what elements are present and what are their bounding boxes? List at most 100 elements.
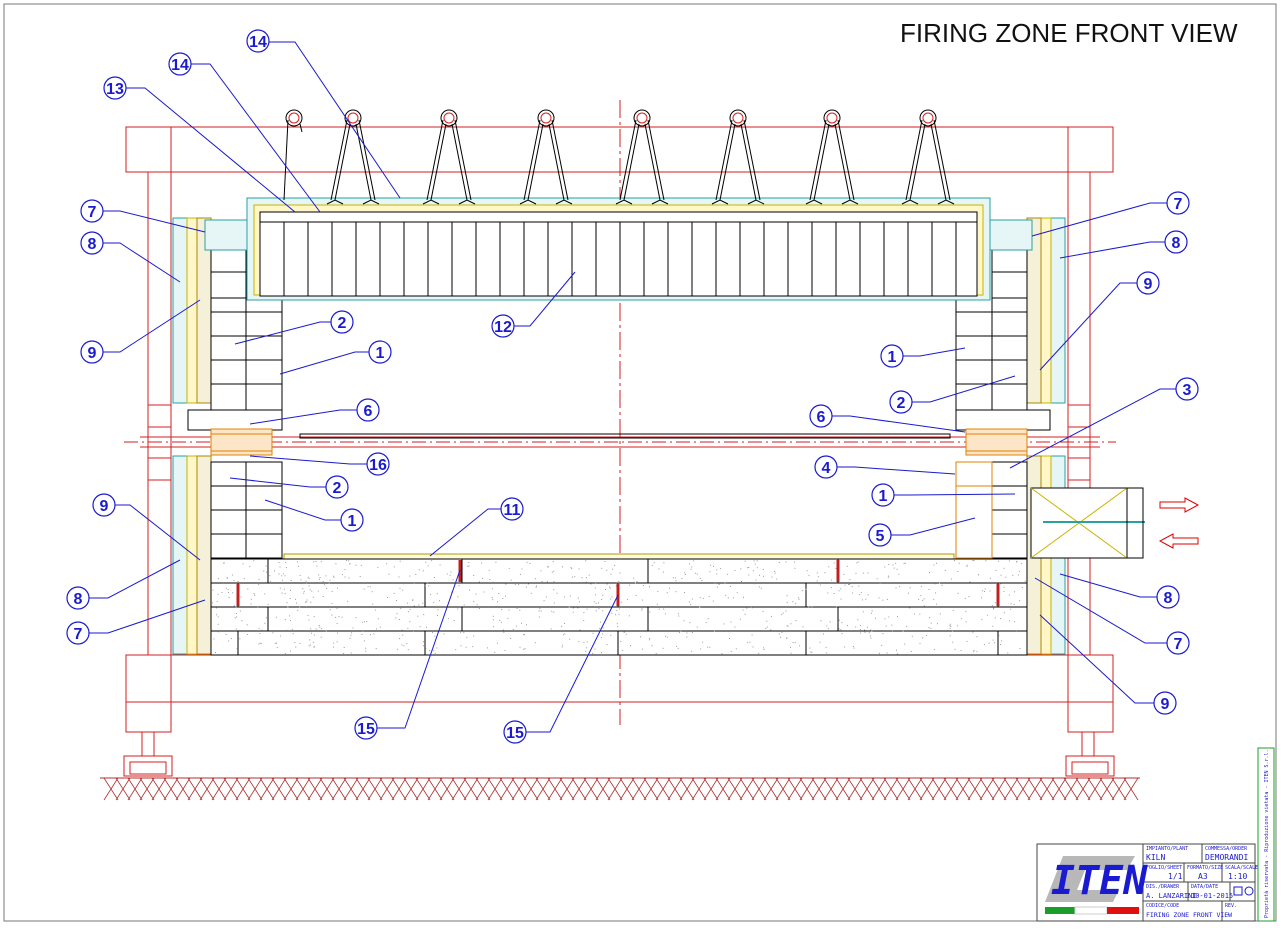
stipple-dot <box>763 575 764 577</box>
stipple-dot <box>909 607 911 609</box>
stipple-dot <box>968 596 970 598</box>
callout-number: 1 <box>879 488 888 505</box>
stipple-dot <box>319 626 321 628</box>
stipple-dot <box>896 649 897 651</box>
stipple-dot <box>316 565 318 567</box>
stipple-dot <box>463 604 465 606</box>
stipple-dot <box>730 650 732 652</box>
stipple-dot <box>282 573 284 575</box>
stipple-dot <box>530 592 532 594</box>
stipple-dot <box>816 580 818 582</box>
sheet-label: FOGLIO/SHEET <box>1146 865 1182 871</box>
stipple-dot <box>223 562 225 564</box>
stipple-dot <box>399 560 401 562</box>
stipple-dot <box>898 573 900 575</box>
stipple-dot <box>362 630 364 632</box>
stipple-dot <box>826 625 828 627</box>
stipple-dot <box>350 634 352 636</box>
stipple-dot <box>751 634 753 636</box>
callout-circle <box>1164 230 1188 254</box>
stipple-dot <box>998 635 1000 637</box>
stipple-dot <box>618 580 620 582</box>
lower-left-bricks <box>210 461 283 559</box>
stipple-dot <box>786 637 788 639</box>
stipple-dot <box>849 579 851 581</box>
ground-hatch-line <box>1051 777 1067 801</box>
stipple-dot <box>966 565 968 567</box>
stipple-dot <box>282 579 284 581</box>
ground-hatch-line <box>427 777 443 801</box>
ground-hatch-line <box>967 777 983 801</box>
stipple-dot <box>933 564 935 566</box>
hanger <box>711 109 765 205</box>
stipple-dot <box>609 587 611 589</box>
stipple-dot <box>499 619 501 621</box>
stipple-dot <box>425 561 427 563</box>
stipple-dot <box>583 620 585 622</box>
callout-number: 15 <box>506 725 524 742</box>
callout-number: 8 <box>1172 235 1181 252</box>
stipple-dot <box>868 632 870 634</box>
stipple-dot <box>306 599 308 601</box>
stipple-dot <box>827 628 829 630</box>
stipple-dot <box>222 583 224 585</box>
stipple-dot <box>611 612 613 614</box>
stipple-dot <box>476 604 478 606</box>
stipple-dot <box>264 593 266 595</box>
ground-hatch-line <box>955 777 971 801</box>
stipple-dot <box>434 635 436 637</box>
ground-hatch-line <box>1123 777 1139 801</box>
ground-hatch-line <box>115 777 131 801</box>
callout-11: 11 <box>500 497 524 521</box>
stipple-dot <box>505 595 506 597</box>
stipple-dot <box>853 647 855 649</box>
stipple-dot <box>355 564 357 566</box>
stipple-dot <box>433 577 435 578</box>
stipple-dot <box>451 591 453 593</box>
stipple-dot <box>289 615 291 617</box>
stipple-dot <box>492 619 494 621</box>
stipple-dot <box>338 616 340 618</box>
stipple-dot <box>436 605 438 607</box>
burner-duct <box>955 461 1200 559</box>
stipple-dot <box>718 583 720 585</box>
sheet-value: 1/1 <box>1168 872 1183 881</box>
stipple-dot <box>976 636 978 638</box>
stipple-dot <box>279 566 281 568</box>
hanger-ring-inner <box>826 112 838 124</box>
stipple-dot <box>611 596 613 598</box>
stipple-dot <box>690 568 692 570</box>
stipple-dot <box>994 617 996 619</box>
stipple-dot <box>333 576 335 578</box>
ground-hatch-line <box>607 777 623 801</box>
stipple-dot <box>331 590 333 592</box>
stipple-dot <box>295 598 296 600</box>
stipple-dot <box>369 586 371 588</box>
ground-hatch <box>103 777 1139 801</box>
stipple-dot <box>675 591 677 593</box>
stipple-dot <box>344 576 346 578</box>
stipple-dot <box>867 572 869 574</box>
callout-7: 7 <box>1166 631 1190 655</box>
stipple-dot <box>473 635 475 637</box>
callout-circle <box>500 497 524 521</box>
stipple-dot <box>577 607 579 609</box>
stipple-dot <box>740 568 742 570</box>
stipple-dot <box>918 598 920 600</box>
stipple-dot <box>762 569 764 570</box>
stipple-dot <box>377 618 379 620</box>
stipple-dot <box>993 607 995 609</box>
ground-hatch-line <box>631 777 647 801</box>
stipple-dot <box>258 578 260 580</box>
stipple-dot <box>274 642 276 644</box>
ground-hatch-line <box>559 777 575 801</box>
ground-hatch-line <box>859 777 875 801</box>
stipple-dot <box>707 646 709 648</box>
sheet-border <box>3 3 1277 922</box>
stipple-dot <box>434 652 436 654</box>
stipple-dot <box>679 632 680 634</box>
stipple-dot <box>265 565 267 567</box>
stipple-dot <box>790 652 792 654</box>
stipple-dot <box>337 632 338 634</box>
stipple-dot <box>617 582 619 584</box>
